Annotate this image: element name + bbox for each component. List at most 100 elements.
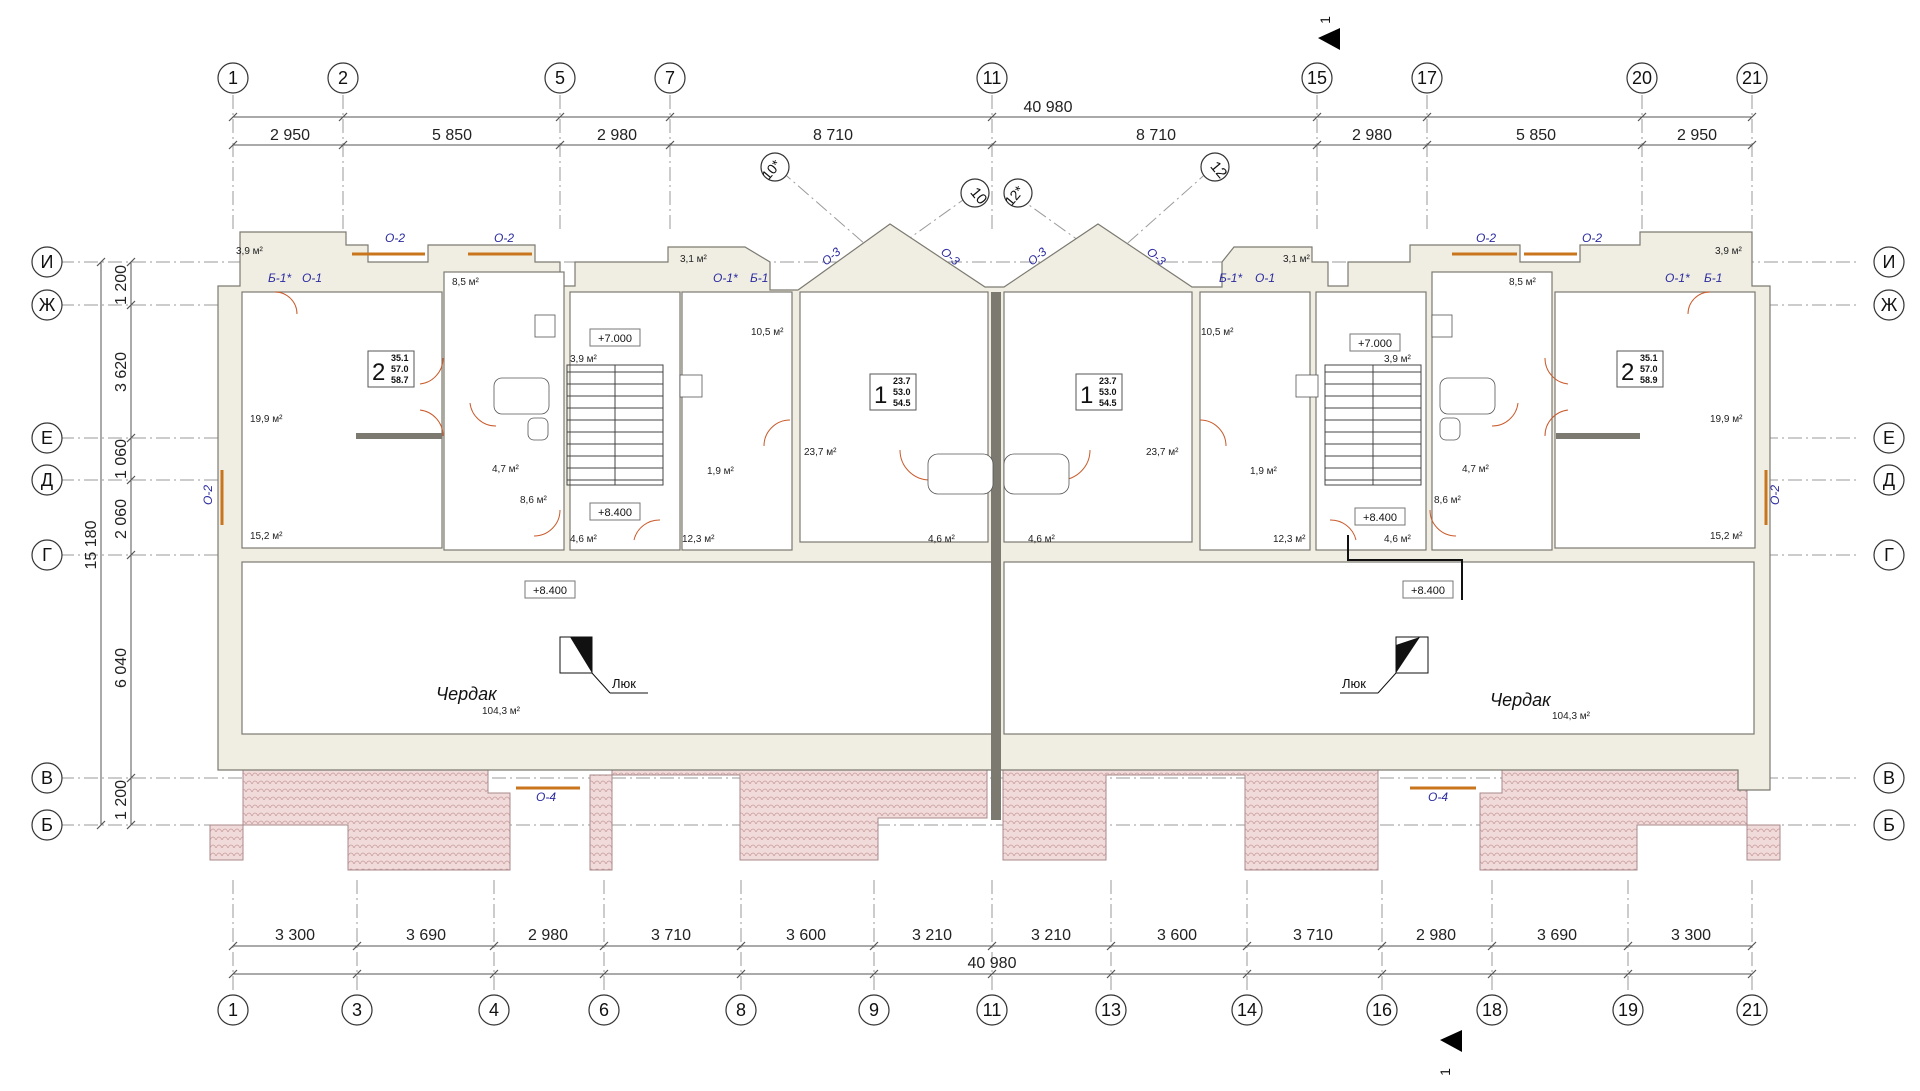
dim-tick	[489, 941, 499, 951]
dim-tick	[126, 433, 136, 443]
axis-label-top: 7	[665, 68, 675, 88]
axis-label-right: Е	[1883, 428, 1895, 448]
axis-label-bottom-circle	[217, 994, 249, 1026]
dim-left: 2 060	[113, 499, 130, 539]
hatch-left: Люк	[559, 636, 648, 694]
dim-bottom: 3 710	[651, 927, 691, 944]
svg-text:4,6 м²: 4,6 м²	[570, 534, 598, 545]
svg-text:4,7 м²: 4,7 м²	[492, 464, 520, 475]
dim-tick	[736, 941, 746, 951]
axis-label-bottom-circle	[588, 994, 620, 1026]
axis-label-top-circle	[1411, 62, 1443, 94]
svg-text:+7.000: +7.000	[1358, 338, 1392, 350]
svg-text:3,9 м²: 3,9 м²	[570, 354, 598, 365]
axis-label-bottom-circle	[1736, 994, 1768, 1026]
dim-left: 3 620	[113, 352, 130, 392]
dim-tick	[126, 300, 136, 310]
axis-label-right-circle	[1873, 246, 1905, 278]
axis-label-left: В	[41, 768, 53, 788]
dim-bottom: 3 300	[1671, 927, 1711, 944]
svg-text:54.5: 54.5	[1099, 398, 1117, 408]
dim-top: 2 950	[1677, 127, 1717, 144]
dim-tick	[1422, 112, 1432, 122]
dimensions-bottom: 3 300 3 690 2 980 3 710 3 600 3 210 3 21…	[275, 927, 1711, 972]
dim-tick	[1487, 941, 1497, 951]
dim-bottom: 3 690	[1537, 927, 1577, 944]
svg-text:О-1: О-1	[302, 271, 322, 285]
axis-label-bottom-circle	[1231, 994, 1263, 1026]
dim-top: 8 710	[1136, 127, 1176, 144]
svg-text:О-1*: О-1*	[713, 271, 738, 285]
svg-text:35.1: 35.1	[391, 353, 409, 363]
axis-label-left-circle	[31, 809, 63, 841]
svg-text:12,3 м²: 12,3 м²	[1273, 534, 1306, 545]
axis-label-left: Г	[42, 545, 52, 565]
svg-text:1: 1	[874, 382, 887, 409]
axis-label-bottom: 8	[736, 1000, 746, 1020]
dim-tick	[555, 140, 565, 150]
dim-tick	[228, 112, 238, 122]
dim-bottom: 3 690	[406, 927, 446, 944]
axis-label-left: Д	[41, 470, 53, 490]
dim-tick	[228, 969, 238, 979]
svg-text:О-2: О-2	[201, 485, 215, 505]
dim-left: 1 200	[113, 780, 130, 820]
svg-text:19,9 м²: 19,9 м²	[250, 414, 283, 425]
svg-text:О-2: О-2	[1768, 485, 1782, 505]
axis-label-bottom-circle	[1612, 994, 1644, 1026]
axis-label-top: 17	[1417, 68, 1437, 88]
svg-text:1: 1	[1437, 1068, 1453, 1076]
axis-label-right: В	[1883, 768, 1895, 788]
hatch-label: Люк	[612, 676, 636, 691]
dim-tick	[869, 969, 879, 979]
dim-tick	[126, 475, 136, 485]
level-marks: +7.000 +8.400 +8.400 +7.000 +8.400 +8.40…	[524, 328, 1454, 599]
dim-tick	[1623, 941, 1633, 951]
dim-left: 1 060	[113, 439, 130, 479]
svg-text:О-2: О-2	[494, 231, 514, 245]
axis-label-top-circle	[1301, 62, 1333, 94]
axis-label-right-circle	[1873, 762, 1905, 794]
section-mark-bottom: 1	[1437, 1030, 1462, 1076]
axis-label-bottom: 21	[1742, 1000, 1762, 1020]
svg-text:3,9 м²: 3,9 м²	[1715, 246, 1743, 257]
attic-label-left: Чердак	[436, 684, 498, 704]
dim-tick	[352, 941, 362, 951]
svg-text:19,9 м²: 19,9 м²	[1710, 414, 1743, 425]
dim-bottom: 2 980	[1416, 927, 1456, 944]
axis-label-right-circle	[1873, 464, 1905, 496]
dim-top: 8 710	[813, 127, 853, 144]
svg-text:23,7 м²: 23,7 м²	[1146, 447, 1179, 458]
axis-label-bottom-circle	[858, 994, 890, 1026]
axis-label-top-circle	[327, 62, 359, 94]
svg-text:+8.400: +8.400	[1411, 585, 1445, 597]
building-walls	[217, 223, 1771, 820]
svg-text:2: 2	[372, 359, 385, 386]
dim-tick	[489, 969, 499, 979]
axis-label-right-circle	[1873, 422, 1905, 454]
apartment-tag: 2 35.1 57.0 58.7	[367, 350, 415, 388]
svg-text:8,6 м²: 8,6 м²	[520, 495, 548, 506]
svg-text:4,6 м²: 4,6 м²	[1384, 534, 1412, 545]
section-line	[1347, 535, 1463, 600]
apartment-tag: 2 35.1 57.0 58.9	[1616, 350, 1664, 388]
dim-top: 2 980	[597, 127, 637, 144]
dim-tick	[228, 140, 238, 150]
dim-tick	[1422, 140, 1432, 150]
dim-top: 5 850	[1516, 127, 1556, 144]
room-areas: 3,9 м² 8,5 м² 3,1 м² 10,5 м² 19,9 м² 3,9…	[236, 246, 1743, 722]
svg-text:2: 2	[1621, 359, 1634, 386]
hatch-label: Люк	[1342, 676, 1366, 691]
svg-text:+8.400: +8.400	[533, 585, 567, 597]
dim-bottom: 3 210	[912, 927, 952, 944]
svg-text:4,6 м²: 4,6 м²	[928, 534, 956, 545]
axis-label-top-circle	[976, 62, 1008, 94]
axis-label-right: Ж	[1881, 295, 1898, 315]
staircase-right	[1324, 364, 1422, 486]
axis-label-top: 11	[983, 68, 1002, 88]
dim-tick	[987, 140, 997, 150]
axis-label-right-circle	[1873, 539, 1905, 571]
dim-top: 5 850	[432, 127, 472, 144]
axis-label-bottom-circle	[1366, 994, 1398, 1026]
dim-bottom: 3 600	[786, 927, 826, 944]
